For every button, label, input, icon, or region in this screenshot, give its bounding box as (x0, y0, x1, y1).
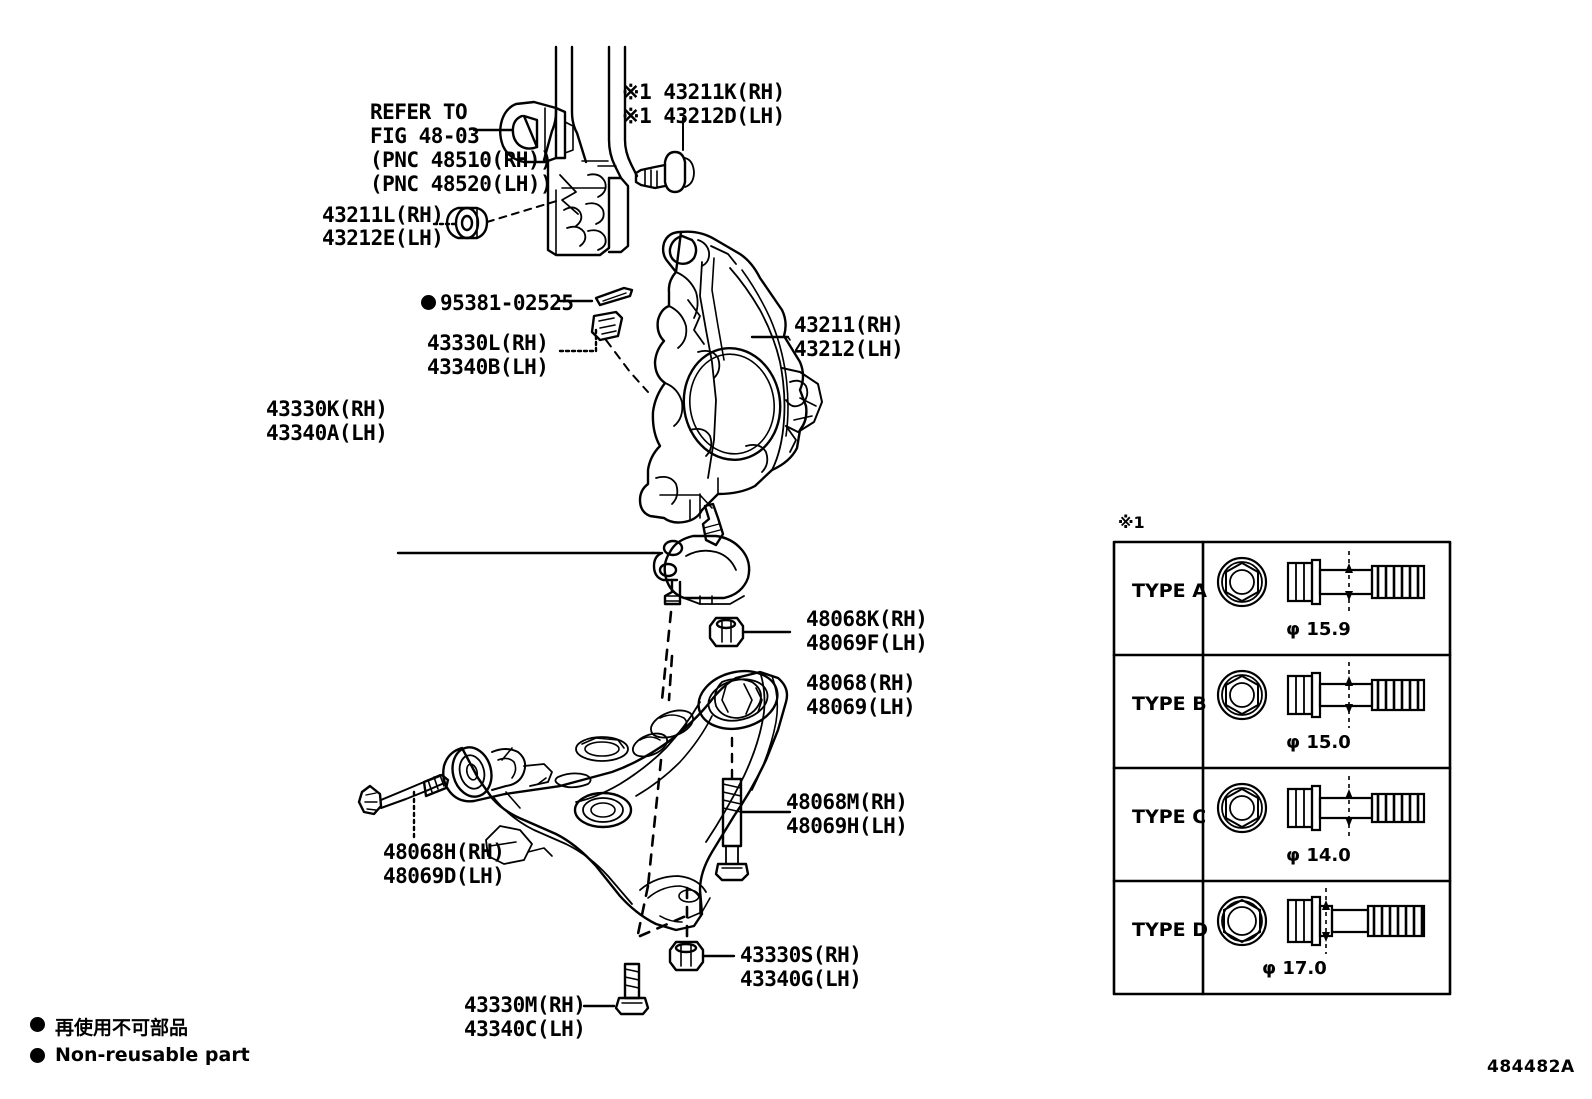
refer-to-line3: (PNC 48510(RH)) (370, 148, 553, 172)
legend-marker-english (30, 1048, 45, 1063)
bolt-43330m-text: 43330M(RH) (464, 993, 586, 1017)
type-row-label-b: TYPE B (1132, 693, 1207, 715)
nut-43211l-text: 43211L(RH) (322, 203, 444, 227)
label-clip-43340b: 43340B(LH) (427, 355, 549, 380)
bolt-48069h-text: 48069H(LH) (786, 814, 908, 838)
label-arm-48068: 48068(RH) (806, 671, 916, 696)
nut-43212e-text: 43212E(LH) (322, 226, 444, 250)
label-arm-48069: 48069(LH) (806, 695, 916, 720)
knuckle-43211-text: 43211(RH) (794, 313, 904, 337)
bolt-48068m-text: 48068M(RH) (786, 790, 908, 814)
type-row-label-c: TYPE C (1132, 806, 1206, 828)
type-b-diameter: φ 15.0 (1286, 732, 1351, 753)
type-a-text: TYPE A (1132, 580, 1207, 602)
bolt-48069d-text: 48069D(LH) (383, 864, 505, 888)
type-dim-d: φ 17.0 (1262, 958, 1327, 979)
label-bolt-43340c: 43340C(LH) (464, 1017, 586, 1042)
cotter-95381-text: 95381-02525 (440, 291, 574, 315)
refer-to-line2: FIG 48-03 (370, 124, 480, 148)
label-nut-43330s: 43330S(RH) (740, 943, 862, 968)
clip-43340b-text: 43340B(LH) (427, 355, 549, 379)
label-knuckle-43211: 43211(RH) (794, 313, 904, 338)
type-c-diameter: φ 14.0 (1286, 845, 1351, 866)
label-nut-43211l: 43211L(RH) (322, 203, 444, 228)
label-nut-48068k: 48068K(RH) (806, 607, 928, 632)
bolt-48068h-text: 48068H(RH) (383, 840, 505, 864)
label-assy-43340a: 43340A(LH) (266, 421, 388, 446)
label-bolt-43211k: ※1 43211K(RH) (622, 80, 785, 105)
label-knuckle-43212: 43212(LH) (794, 337, 904, 362)
legend-japanese-text: 再使用不可部品 (55, 1017, 189, 1039)
arm-48068-text: 48068(RH) (806, 671, 916, 695)
type-row-label-a: TYPE A (1132, 580, 1207, 602)
label-bolt-48069d: 48069D(LH) (383, 864, 505, 889)
label-bolt-43330m: 43330M(RH) (464, 993, 586, 1018)
assy-43330k-text: 43330K(RH) (266, 397, 388, 421)
label-nut-48069f: 48069F(LH) (806, 631, 928, 656)
arm-48069-text: 48069(LH) (806, 695, 916, 719)
type-dim-b: φ 15.0 (1286, 732, 1351, 753)
type-d-text: TYPE D (1132, 919, 1209, 941)
label-cotter-95381: 95381-02525 (440, 291, 574, 316)
label-bolt-48069h: 48069H(LH) (786, 814, 908, 839)
nut-48069f-text: 48069F(LH) (806, 631, 928, 655)
non-reusable-marker-95381 (421, 295, 436, 310)
figure-number: 484482A (1487, 1057, 1575, 1077)
type-dim-c: φ 14.0 (1286, 845, 1351, 866)
label-bolt-48068m: 48068M(RH) (786, 790, 908, 815)
label-refer-pnc-rh: (PNC 48510(RH)) (370, 148, 553, 173)
label-nut-43212e: 43212E(LH) (322, 226, 444, 251)
knuckle-43212-text: 43212(LH) (794, 337, 904, 361)
refer-to-line1: REFER TO (370, 100, 468, 124)
legend-japanese: 再使用不可部品 (55, 1013, 188, 1040)
type-table-note-marker: ※1 (1118, 513, 1145, 532)
label-bolt-43212d: ※1 43212D(LH) (622, 104, 785, 129)
type-c-text: TYPE C (1132, 806, 1207, 828)
bolt-43211k-text: ※1 43211K(RH) (622, 80, 785, 104)
label-clip-43330l: 43330L(RH) (427, 331, 549, 356)
legend-marker-japanese (30, 1017, 45, 1032)
bolt-43212d-text: ※1 43212D(LH) (622, 104, 785, 128)
legend-english: Non-reusable part (55, 1044, 250, 1066)
label-refer-fig: FIG 48-03 (370, 124, 480, 149)
type-a-diameter: φ 15.9 (1286, 619, 1351, 640)
type-d-diameter: φ 17.0 (1262, 958, 1327, 979)
label-refer-to: REFER TO (370, 100, 468, 125)
type-dim-a: φ 15.9 (1286, 619, 1351, 640)
figure-number-text: 484482A (1487, 1057, 1575, 1077)
legend-english-text: Non-reusable part (55, 1044, 250, 1066)
label-bolt-48068h: 48068H(RH) (383, 840, 505, 865)
label-refer-pnc-lh: (PNC 48520(LH)) (370, 172, 553, 197)
nut-43330s-text: 43330S(RH) (740, 943, 862, 967)
type-b-text: TYPE B (1132, 693, 1207, 715)
nut-48068k-text: 48068K(RH) (806, 607, 928, 631)
label-nut-43340g: 43340G(LH) (740, 967, 862, 992)
bolt-43340c-text: 43340C(LH) (464, 1017, 586, 1041)
note-marker-text: ※1 (1118, 513, 1145, 532)
assy-43340a-text: 43340A(LH) (266, 421, 388, 445)
refer-to-line4: (PNC 48520(LH)) (370, 172, 553, 196)
clip-43330l-text: 43330L(RH) (427, 331, 549, 355)
nut-43340g-text: 43340G(LH) (740, 967, 862, 991)
type-row-label-d: TYPE D (1132, 919, 1208, 941)
label-assy-43330k: 43330K(RH) (266, 397, 388, 422)
